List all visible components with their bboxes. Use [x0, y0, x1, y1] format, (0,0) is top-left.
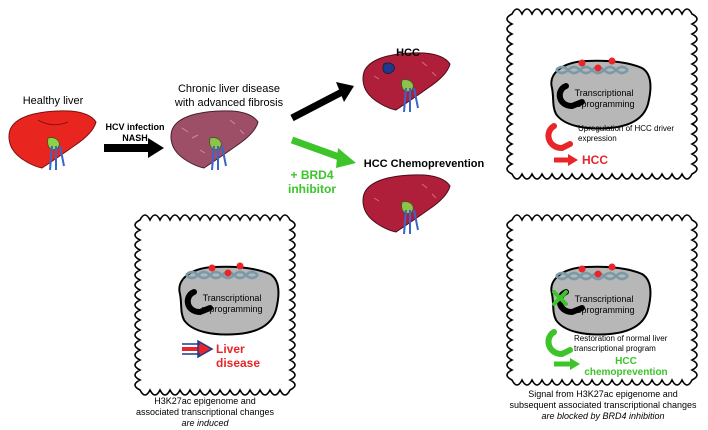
nucleus-label-chemo-line2: reprogramming [573, 305, 635, 315]
label-cause-line1: HCV infection [105, 122, 165, 132]
liver-disease-outcome-arrow [182, 339, 214, 359]
label-cause: HCV infection NASH [102, 122, 168, 144]
label-healthy-liver: Healthy liver [22, 95, 84, 107]
nucleus-label-hcc-line2: reprogramming [573, 99, 635, 109]
label-brd4-inhibitor: + BRD4 inhibitor [280, 168, 344, 196]
acetyl-mark [236, 262, 244, 270]
nucleus-label-hcc: Transcriptional reprogramming [572, 88, 636, 110]
caption-disease: H3K27ac epigenome and associated transcr… [120, 396, 290, 429]
acetyl-mark [608, 263, 616, 271]
caption-disease-line3: are induced [181, 418, 229, 428]
chromatin-disease [185, 262, 259, 280]
label-chronic-line2: with advanced fibrosis [174, 97, 284, 109]
caption-disease-line1: H3K27ac epigenome and [154, 396, 256, 406]
hcc-liver-image [362, 52, 451, 113]
caption-chemo: Signal from H3K27ac epigenome and subseq… [498, 389, 708, 422]
chromatin-hcc [555, 57, 629, 75]
effect-chemo: Restoration of normal liver transcriptio… [574, 334, 690, 354]
nucleus-label-disease-line2: reprogramming [201, 304, 263, 314]
acetyl-mark [594, 270, 602, 278]
nucleus-label-chemo: Transcriptional reprogramming [572, 294, 636, 316]
restoration-arc-icon [545, 329, 573, 358]
label-cause-line2: NASH [122, 133, 148, 143]
effect-hcc-line2: expression [578, 134, 617, 143]
nucleus-label-chemo-line1: Transcriptional [574, 294, 634, 304]
effect-chemo-line1: Restoration of normal liver [574, 334, 668, 343]
outcome-chemoprevention: HCC chemoprevention [584, 356, 668, 378]
nucleus-label-hcc-line1: Transcriptional [574, 88, 634, 98]
chemoprevention-liver-image [362, 174, 451, 235]
outcome-hcc: HCC [582, 153, 608, 167]
chromatin-chemo [555, 263, 629, 281]
caption-chemo-line3: are blocked by BRD4 inhibition [541, 411, 665, 421]
chemoprevention-outcome-arrow [554, 358, 580, 370]
acetyl-mark [208, 264, 216, 272]
caption-chemo-line1: Signal from H3K27ac epigenome and [528, 389, 678, 399]
nucleus-label-disease: Transcriptional reprogramming [200, 293, 264, 315]
label-brd4-line1: + BRD4 [290, 168, 334, 182]
effect-chemo-line2: transcriptional program [574, 344, 656, 353]
caption-disease-line2: associated transcriptional changes [135, 407, 275, 417]
nucleus-label-disease-line1: Transcriptional [202, 293, 262, 303]
label-brd4-line2: inhibitor [288, 182, 336, 196]
chronic-liver-image [170, 110, 259, 171]
cell-membrane-hcc [506, 8, 698, 180]
hcc-outcome-arrow [554, 154, 578, 166]
label-hcc: HCC [396, 47, 420, 59]
brd4-reader-hcc [556, 83, 585, 110]
cell-membrane-chemo [506, 214, 698, 386]
acetyl-mark [578, 59, 586, 67]
caption-chemo-line2: subsequent associated transcriptional ch… [509, 400, 697, 410]
progression-arrow-healthy-to-chronic [104, 138, 164, 158]
inhibitor-cross-icon [552, 290, 568, 306]
effect-hcc-line1: Upregulation of HCC driver [578, 124, 675, 133]
acetyl-mark [224, 269, 232, 277]
outcome-chemo-line2: chemoprevention [584, 367, 668, 378]
brd4-reader-disease [184, 289, 213, 316]
progression-arrow-to-hcc [290, 82, 354, 122]
acetyl-mark [594, 64, 602, 72]
outcome-liver-disease: Liver disease [216, 342, 261, 370]
acetyl-mark [608, 57, 616, 65]
label-chronic-line1: Chronic liver disease [177, 83, 281, 95]
acetyl-mark [578, 265, 586, 273]
effect-hcc: Upregulation of HCC driver expression [578, 124, 688, 144]
healthy-liver-image [8, 110, 97, 171]
outcome-chemo-line1: HCC [615, 356, 637, 367]
label-chronic-disease: Chronic liver disease with advanced fibr… [164, 82, 294, 110]
treatment-arrow-to-chemoprevention [290, 136, 356, 168]
label-chemoprevention: HCC Chemoprevention [363, 158, 485, 170]
upregulation-arc-icon [545, 123, 573, 152]
cell-membrane-disease [134, 214, 296, 396]
